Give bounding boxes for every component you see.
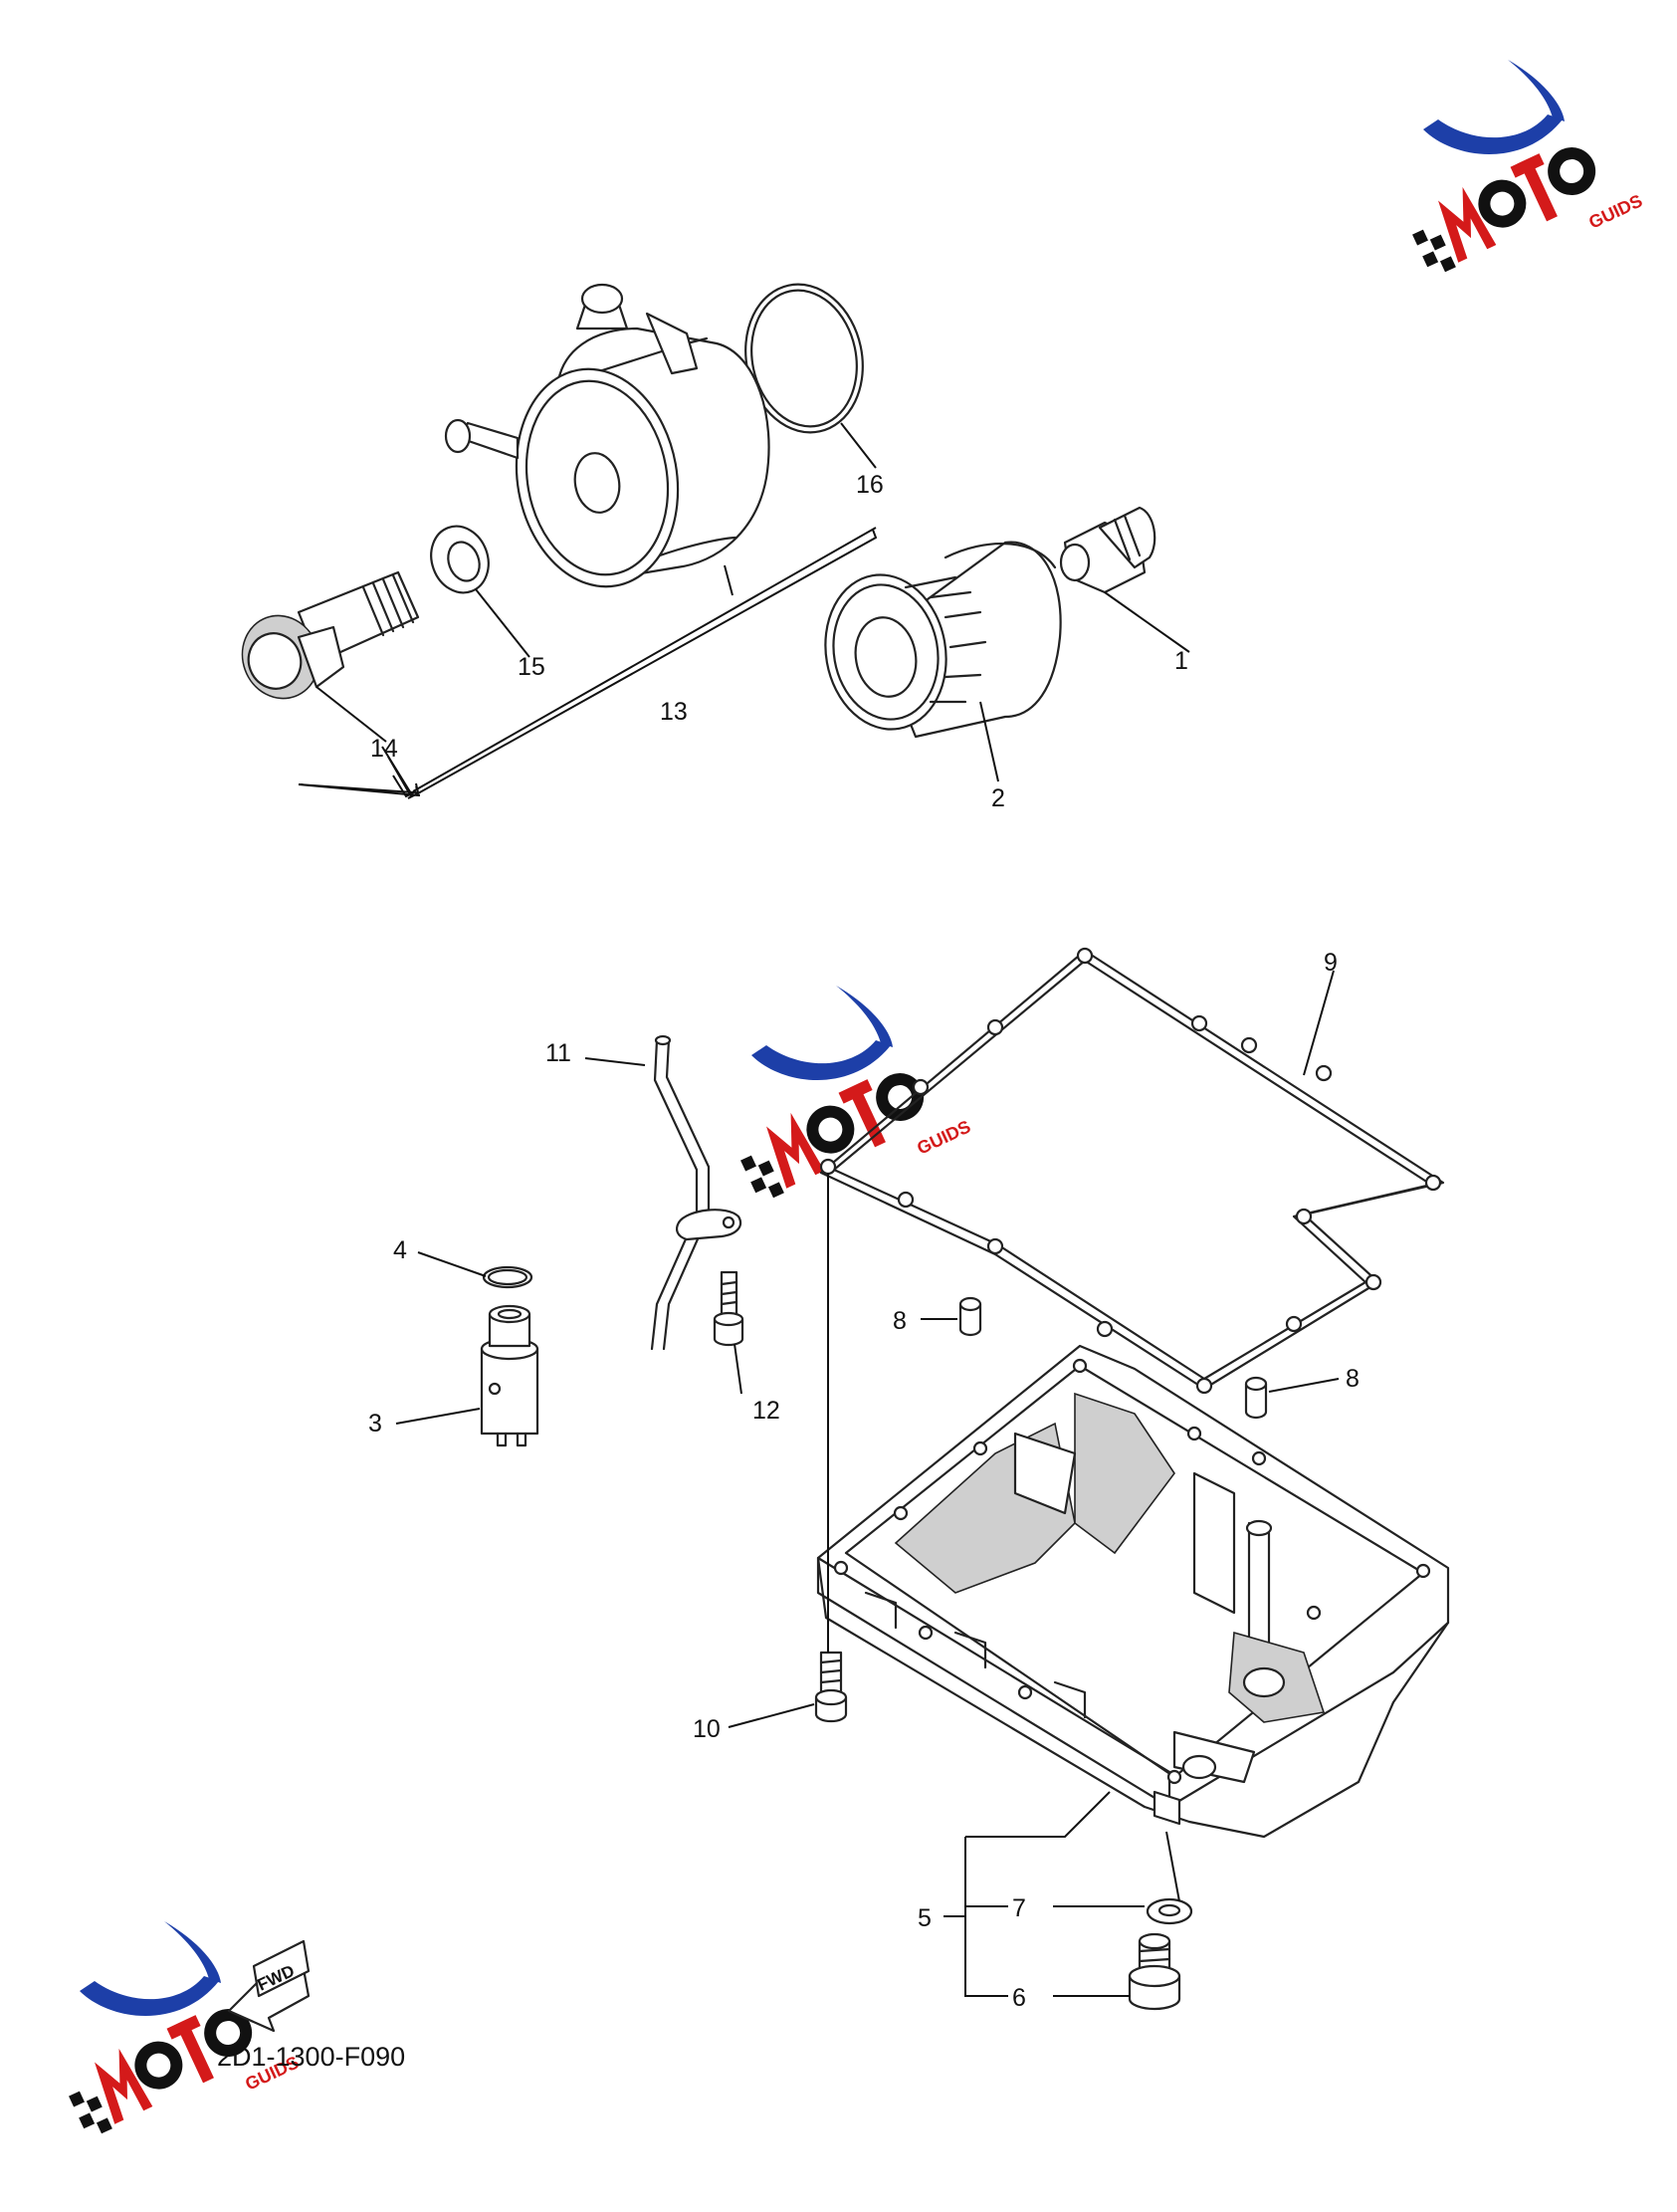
watermark-suffix: GUIDS (914, 1116, 973, 1158)
pipe-bolt-12 (713, 1270, 744, 1347)
callout-8b: 8 (1346, 1365, 1360, 1393)
callout-4: 4 (393, 1236, 407, 1264)
oil-filter-2 (824, 541, 1062, 739)
drain-washer-7 (1146, 1897, 1193, 1925)
bracket-14 (392, 774, 417, 798)
callout-7: 7 (1012, 1894, 1026, 1922)
callout-2: 2 (991, 784, 1005, 812)
oil-cooler (444, 283, 770, 588)
o-ring-4 (482, 1265, 533, 1289)
callout-3: 3 (368, 1410, 382, 1438)
pan-bolt-10 (814, 1173, 848, 1723)
fwd-arrow-icon: FWD (227, 1939, 311, 2033)
callout-15: 15 (518, 653, 545, 681)
callout-1: 1 (1174, 647, 1188, 675)
callout-6: 6 (1012, 1984, 1026, 2012)
watermark-logo-center: GUIDS (740, 986, 973, 1199)
dowel-pin-8b (1244, 1376, 1268, 1420)
oil-strainer-3 (480, 1304, 539, 1447)
callout-16: 16 (856, 471, 884, 499)
callout-11: 11 (545, 1039, 571, 1067)
callout-5: 5 (918, 1904, 932, 1932)
oil-pan-gasket-9 (819, 947, 1445, 1395)
oil-pan (816, 1344, 1450, 1839)
dowel-pin-8a (958, 1296, 982, 1337)
callout-8a: 8 (893, 1307, 907, 1335)
drain-bolt-6 (1128, 1932, 1181, 2011)
washer-15 (430, 525, 490, 594)
callout-13: 13 (660, 698, 688, 726)
callout-10: 10 (693, 1715, 721, 1743)
callout-12: 12 (752, 1397, 780, 1425)
callout-14: 14 (370, 735, 398, 763)
lower-leader-lines (395, 970, 1340, 1997)
fitting-bolt-1 (1059, 506, 1156, 594)
watermark-suffix: GUIDS (1585, 190, 1645, 232)
union-bolt-14 (241, 570, 420, 700)
watermark-logo-bottom-left: GUIDS (69, 1921, 302, 2134)
watermark-logo-top-right: GUIDS (1412, 60, 1645, 273)
oil-pipe-11 (650, 1034, 742, 1351)
diagram-code: 2D1-1300-F090 (217, 2042, 405, 2072)
callout-9: 9 (1324, 949, 1338, 977)
